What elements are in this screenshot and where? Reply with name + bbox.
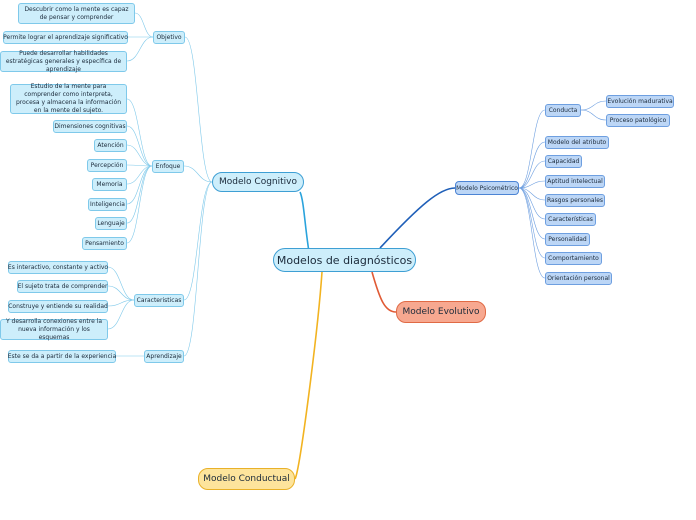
enfoque-item[interactable]: Memoria bbox=[92, 178, 127, 191]
connector-enfoque-leaf bbox=[126, 165, 153, 244]
connector-psicometrico-leaf bbox=[518, 187, 546, 279]
objetivo-item[interactable]: Descubrir como la mente es capaz de pens… bbox=[18, 3, 135, 24]
connector-psicometrico-leaf bbox=[518, 180, 546, 189]
connector-enfoque-leaf bbox=[126, 144, 153, 167]
connector-conducta-leaf bbox=[580, 109, 607, 121]
connector-cognitivo-sub bbox=[184, 36, 213, 183]
connector-enfoque-leaf bbox=[126, 165, 153, 205]
enfoque-item[interactable]: Atención bbox=[94, 139, 127, 152]
connector-caracteristicas-leaf bbox=[107, 299, 135, 330]
psicometrico-item[interactable]: Orientación personal bbox=[545, 272, 612, 285]
connector-caracteristicas-leaf bbox=[107, 266, 135, 301]
modelo-cognitivo-node[interactable]: Modelo Cognitivo bbox=[212, 172, 304, 192]
psicometrico-item[interactable]: Rasgos personales bbox=[545, 194, 605, 207]
connector-objetivo-leaf bbox=[126, 36, 154, 62]
connector-root-psicometrico bbox=[379, 187, 456, 249]
objetivo-node[interactable]: Objetivo bbox=[153, 31, 185, 44]
connector-enfoque-leaf bbox=[126, 98, 153, 167]
psicometrico-item[interactable]: Comportamiento bbox=[545, 252, 602, 265]
enfoque-node[interactable]: Enfoque bbox=[152, 160, 184, 173]
objetivo-item[interactable]: Puede desarrollar habilidades estratégic… bbox=[0, 50, 127, 73]
connector-enfoque-leaf bbox=[126, 164, 153, 167]
objetivo-item[interactable]: Permite lograr el aprendizaje significat… bbox=[3, 31, 128, 44]
connector-caracteristicas-leaf bbox=[107, 299, 135, 307]
enfoque-item[interactable]: Estudio de la mente para comprender como… bbox=[10, 83, 127, 114]
connector-cognitivo-sub bbox=[183, 181, 213, 357]
caracteristicas-node[interactable]: Caracteristicas bbox=[134, 294, 184, 307]
psicometrico-item[interactable]: Personalidad bbox=[545, 233, 590, 246]
modelo-psicometrico-node[interactable]: Modelo Psicométrico bbox=[455, 181, 519, 195]
conducta-item[interactable]: Evolución madurativa bbox=[606, 95, 674, 108]
enfoque-item[interactable]: Inteligencia bbox=[88, 198, 127, 211]
modelo-evolutivo-node[interactable]: Modelo Evolutivo bbox=[396, 301, 486, 323]
connector-psicometrico-leaf bbox=[518, 187, 546, 259]
enfoque-item[interactable]: Percepción bbox=[87, 159, 127, 172]
connector-cognitivo-sub bbox=[183, 165, 213, 183]
connector-psicometrico-leaf bbox=[518, 160, 546, 189]
connector-psicometrico-leaf bbox=[518, 109, 546, 189]
psicometrico-item[interactable]: Aptitud intelectual bbox=[545, 175, 605, 188]
psicometrico-item[interactable]: Características bbox=[545, 213, 596, 226]
connector-root-conductual bbox=[294, 271, 323, 480]
connector-enfoque-leaf bbox=[126, 125, 153, 167]
conducta-item[interactable]: Proceso patológico bbox=[606, 114, 670, 127]
caracteristicas-item[interactable]: El sujeto trata de comprender bbox=[17, 280, 108, 293]
aprendizaje-item[interactable]: Este se da a partir de la experiencia bbox=[8, 350, 116, 363]
psicometrico-item[interactable]: Modelo del atributo bbox=[545, 136, 609, 149]
connector-cognitivo-sub bbox=[183, 181, 213, 301]
conducta-node[interactable]: Conducta bbox=[545, 104, 581, 117]
caracteristicas-item[interactable]: Construye y entiende su realidad bbox=[8, 300, 108, 313]
connector-root-evolutivo bbox=[371, 271, 397, 313]
enfoque-item[interactable]: Lenguaje bbox=[95, 217, 127, 230]
caracteristicas-item[interactable]: Es interactivo, constante y activo bbox=[8, 261, 108, 274]
enfoque-item[interactable]: Dimensiones cognitivas bbox=[53, 120, 127, 133]
root-topic[interactable]: Modelos de diagnósticos bbox=[273, 248, 416, 272]
connector-psicometrico-leaf bbox=[518, 141, 546, 189]
enfoque-item[interactable]: Pensamiento bbox=[82, 237, 127, 250]
connector-enfoque-leaf bbox=[126, 165, 153, 224]
caracteristicas-item[interactable]: Y desarrolla conexiones entre la nueva i… bbox=[0, 318, 108, 341]
connector-conducta-leaf bbox=[580, 100, 607, 111]
connector-caracteristicas-leaf bbox=[107, 285, 135, 301]
psicometrico-item[interactable]: Capacidad bbox=[545, 155, 582, 168]
modelo-conductual-node[interactable]: Modelo Conductual bbox=[198, 468, 295, 490]
aprendizaje-node[interactable]: Aprendizaje bbox=[144, 350, 184, 363]
connector-objetivo-leaf bbox=[134, 12, 154, 38]
